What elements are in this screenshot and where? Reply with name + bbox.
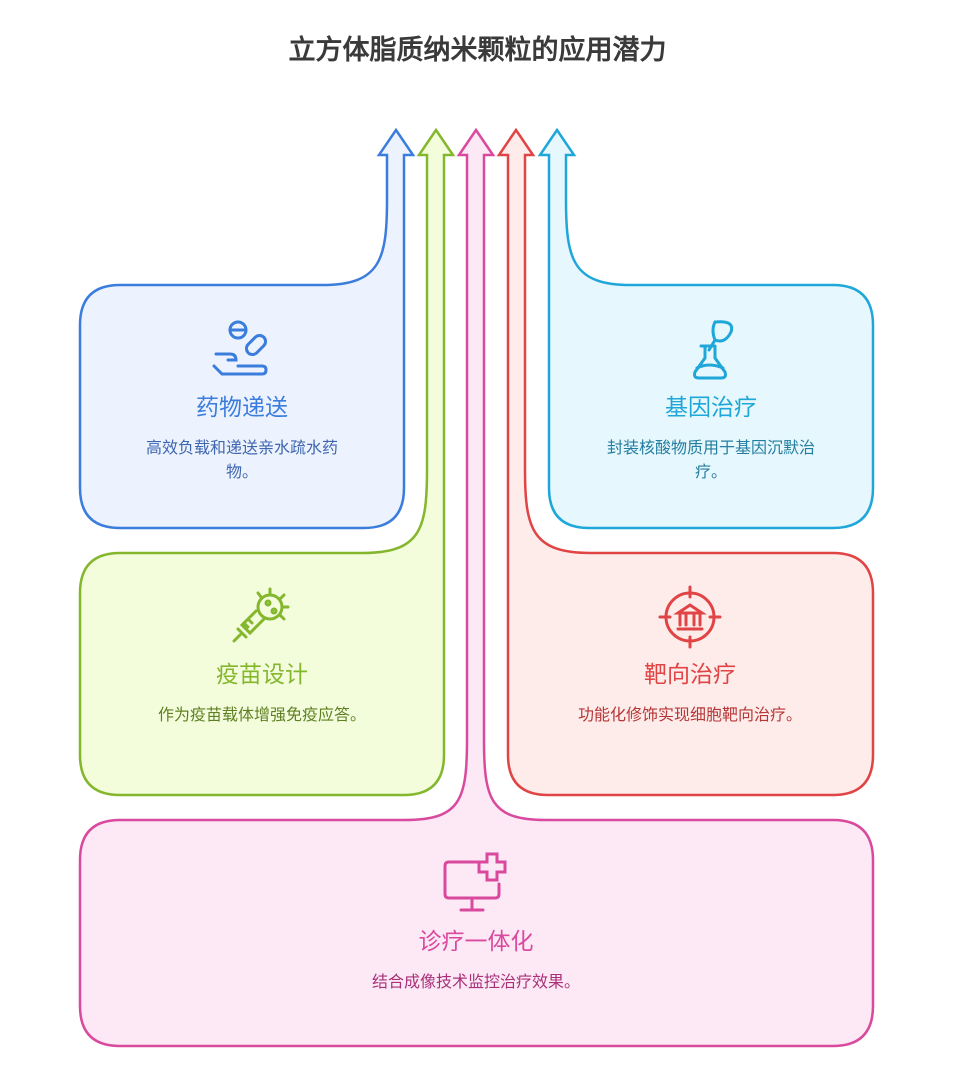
- flask-leaf-icon: [693, 320, 734, 380]
- card-targeted-therapy: 靶向治疗 功能化修饰实现细胞靶向治疗。: [538, 585, 842, 727]
- vaccine-arrow-shape: [78, 127, 456, 797]
- syringe-virus-icon: [232, 587, 290, 643]
- gene-arrow-shape: [537, 127, 875, 530]
- monitor-cross-icon: [443, 852, 507, 912]
- card-vaccine-design: 疫苗设计 作为疫苗载体增强免疫应答。: [110, 585, 414, 727]
- card-title: 药物递送: [196, 395, 288, 421]
- card-description: 高效负载和递送亲水疏水药物。: [145, 438, 338, 481]
- targeted-arrow-shape: [496, 127, 875, 797]
- card-title: 基因治疗: [665, 395, 757, 421]
- target-bank-icon: [658, 585, 722, 649]
- card-gene-therapy: 基因治疗 封装核酸物质用于基因沉默治疗。: [579, 318, 843, 484]
- page-title: 立方体脂质纳米颗粒的应用潜力: [288, 35, 667, 66]
- card-title: 靶向治疗: [644, 662, 736, 688]
- card-drug-delivery: 药物递送 高效负载和递送亲水疏水药物。: [110, 318, 374, 484]
- theranostic-arrow-shape: [78, 127, 875, 1048]
- card-description: 功能化修饰实现细胞靶向治疗。: [577, 705, 802, 724]
- card-description: 结合成像技术监控治疗效果。: [371, 972, 580, 991]
- card-title: 疫苗设计: [216, 662, 308, 688]
- card-description: 作为疫苗载体增强免疫应答。: [157, 705, 366, 724]
- card-description: 封装核酸物质用于基因沉默治疗。: [606, 438, 815, 481]
- card-theranostics: 诊疗一体化 结合成像技术监控治疗效果。: [276, 850, 676, 994]
- hand-pills-icon: [212, 320, 268, 376]
- card-title: 诊疗一体化: [418, 929, 534, 955]
